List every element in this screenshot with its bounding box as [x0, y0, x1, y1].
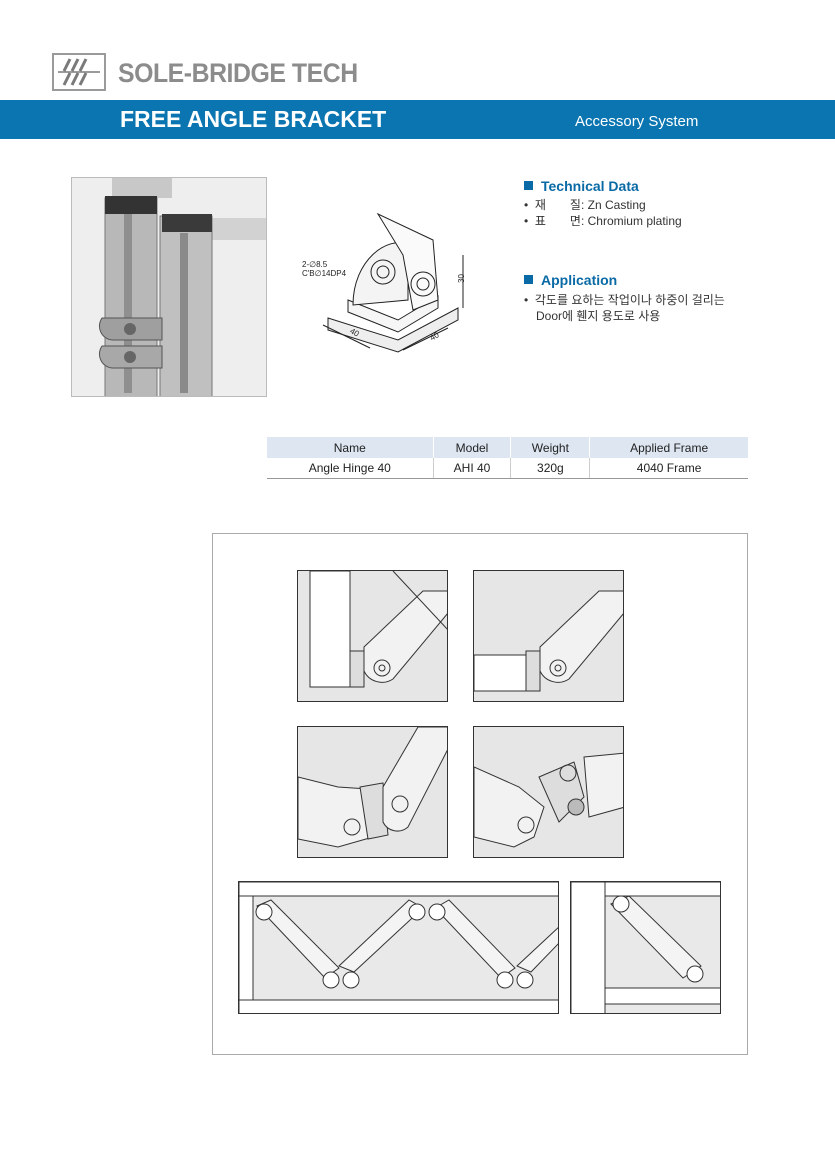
- title-band: FREE ANGLE BRACKET Accessory System: [0, 100, 835, 139]
- col-applied-frame: Applied Frame: [589, 437, 748, 458]
- cell-weight: 320g: [510, 458, 591, 479]
- square-bullet-icon: [524, 275, 533, 284]
- diagram-corner-frame: [570, 881, 721, 1014]
- application-text: • 각도를 요하는 작업이나 하중이 걸리는 Door에 휀지 용도로 사용: [524, 293, 725, 323]
- hole-note-2: C'B∅14DP4: [302, 269, 347, 278]
- col-name: Name: [267, 437, 434, 458]
- cell-model: AHI 40: [433, 458, 512, 479]
- technical-drawing: 2-∅8.5 C'B∅14DP4 30 40 40: [298, 200, 478, 360]
- application-heading: Application: [524, 272, 617, 288]
- dim-height: 30: [456, 274, 466, 283]
- spec-table: Name Model Weight Applied Frame Angle Hi…: [267, 437, 748, 479]
- brand-name: SOLE-BRIDGE TECH: [118, 58, 358, 88]
- col-weight: Weight: [510, 437, 591, 458]
- cell-name: Angle Hinge 40: [267, 458, 434, 479]
- spec-row-material: • 재 질: Zn Casting: [524, 198, 646, 212]
- diagram-closed-1: [297, 570, 448, 702]
- product-photo: [71, 177, 267, 397]
- technical-data-list: • 재 질: Zn Casting • 표 면: Chromium platin…: [524, 197, 682, 229]
- company-logo: [52, 53, 106, 91]
- spec-row-surface: • 표 면: Chromium plating: [524, 214, 682, 228]
- col-model: Model: [433, 437, 512, 458]
- diagram-truss-frame: [238, 881, 559, 1014]
- table-header-row: Name Model Weight Applied Frame: [267, 437, 748, 458]
- cell-applied-frame: 4040 Frame: [589, 458, 748, 479]
- square-bullet-icon: [524, 181, 533, 190]
- page-subtitle: Accessory System: [575, 113, 699, 130]
- application-line-1: 각도를 요하는 작업이나 하중이 걸리는: [534, 293, 725, 307]
- diagram-open-2: [473, 726, 624, 858]
- logo-stripes-icon: [58, 58, 100, 86]
- diagram-open-1: [297, 726, 448, 858]
- page-title: FREE ANGLE BRACKET: [120, 106, 387, 132]
- technical-data-heading: Technical Data: [524, 178, 639, 194]
- table-row: Angle Hinge 40 AHI 40 320g 4040 Frame: [267, 458, 748, 479]
- diagram-closed-2: [473, 570, 624, 702]
- application-line-2: Door에 휀지 용도로 사용: [536, 309, 661, 323]
- hole-note-1: 2-∅8.5: [302, 260, 328, 269]
